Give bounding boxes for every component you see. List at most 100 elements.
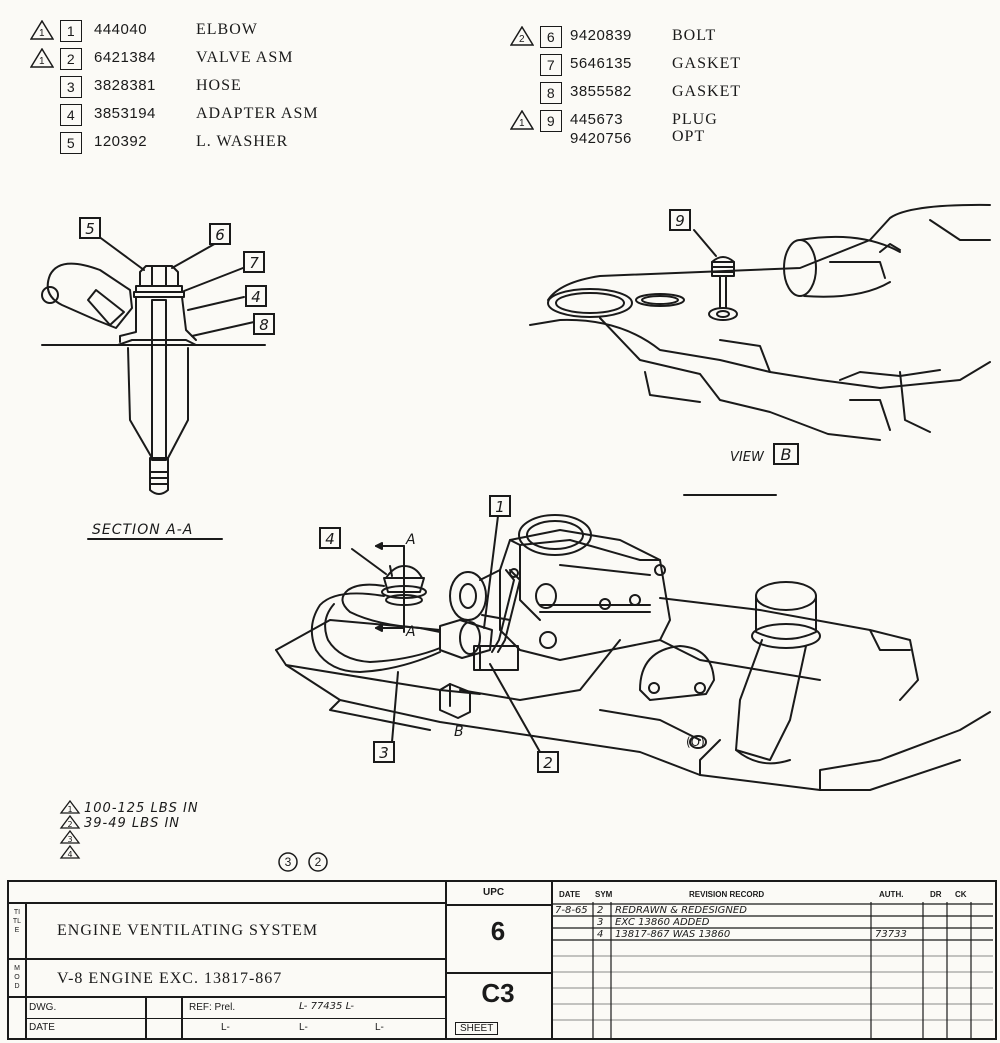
revision-triangle-icon xyxy=(59,814,81,829)
torque-note-text: 100-125 LBS IN xyxy=(84,801,199,816)
svg-text:1: 1 xyxy=(495,498,505,516)
callout-3: 3 xyxy=(373,741,395,763)
torque-note-text: 39-49 LBS IN xyxy=(84,816,180,831)
model-text: V-8 ENGINE EXC. 13817-867 xyxy=(57,970,283,987)
revision-triangle-icon xyxy=(59,829,81,844)
svg-text:4: 4 xyxy=(325,530,335,548)
revision-text: EXC 13860 ADDED xyxy=(615,917,710,928)
torque-note: 1 100-125 LBS IN xyxy=(59,799,199,816)
sheet-label: SHEET xyxy=(455,1022,499,1035)
svg-text:7: 7 xyxy=(249,254,259,272)
l-row-3: L- xyxy=(375,1022,384,1033)
item-number-box: 5 xyxy=(60,132,82,154)
part-name: GASKET xyxy=(672,55,742,72)
svg-text:6: 6 xyxy=(215,226,225,244)
alt-part-number: 9420756 xyxy=(570,130,632,147)
revision-auth: 73733 xyxy=(875,929,907,940)
section-arrow-a-bottom: A xyxy=(405,624,416,640)
upc-label: UPC xyxy=(483,887,505,898)
part-name: GASKET xyxy=(672,83,742,100)
torque-notes: 1 100-125 LBS IN 2 39-49 LBS IN 34 xyxy=(59,799,199,859)
torque-note: 4 xyxy=(59,844,81,859)
callout-1: 1 xyxy=(489,495,511,517)
torque-note: 3 xyxy=(59,829,81,844)
callout-9: 9 xyxy=(669,209,691,231)
revision-grid xyxy=(553,902,993,1038)
l-row-2: L- xyxy=(299,1022,308,1033)
revision-triangle-icon: 1 xyxy=(29,19,55,40)
parts-list-item: 4 3853194 ADAPTER ASM xyxy=(30,100,360,128)
item-number-box: 4 xyxy=(60,104,82,126)
main-engine-drawing xyxy=(275,514,991,791)
rev-sym-header: SYM xyxy=(595,890,613,899)
view-b-drawing xyxy=(529,203,991,441)
svg-text:4: 4 xyxy=(251,288,261,306)
svg-text:(O): (O) xyxy=(686,735,705,749)
part-number: 3855582 xyxy=(570,83,632,100)
callout-8: 8 xyxy=(253,313,275,335)
part-number: 6421384 xyxy=(94,49,156,66)
svg-text:B: B xyxy=(781,445,792,464)
revision-date: 7-8-65 xyxy=(555,905,588,916)
mod-label: MOD xyxy=(14,965,20,990)
revision-triangle-icon: 1 xyxy=(29,47,55,68)
part-number: 3853194 xyxy=(94,105,156,122)
dwg-label: DWG. xyxy=(29,1002,57,1013)
part-name: ADAPTER ASM xyxy=(196,105,319,122)
item-number-box: 8 xyxy=(540,82,562,104)
assembly-drawing: 5 6 7 4 8 9 1 4 3 2 SECTION A-A VIEW B A… xyxy=(41,203,991,872)
circled-numbers: 3 2 xyxy=(278,852,328,872)
revision-text: 13817-867 WAS 13860 xyxy=(615,929,731,940)
rev-record-header: REVISION RECORD xyxy=(689,890,765,899)
revision-triangle-icon xyxy=(59,844,81,859)
part-name: VALVE ASM xyxy=(196,49,294,66)
rev-ck-header: CK xyxy=(955,890,967,899)
revision-triangle-icon: 2 xyxy=(509,25,535,46)
torque-note-number: 3 xyxy=(67,835,72,844)
svg-text:9: 9 xyxy=(675,212,685,230)
part-name: ELBOW xyxy=(196,21,258,38)
revision-triangle-icon: 1 xyxy=(509,109,535,130)
ref-value: L- 77435 L- xyxy=(299,1001,354,1012)
upc-value: 6 xyxy=(490,916,506,946)
callout-6: 6 xyxy=(209,223,231,245)
callout-4: 4 xyxy=(319,527,341,549)
section-a-a-drawing xyxy=(41,235,266,495)
view-b-marker: B xyxy=(454,724,464,740)
part-number: 3828381 xyxy=(94,77,156,94)
part-number: 120392 xyxy=(94,133,148,150)
part-name: L. WASHER xyxy=(196,133,289,150)
part-number: 5646135 xyxy=(570,55,632,72)
torque-note-number: 1 xyxy=(67,805,72,814)
title-label: TITLE xyxy=(12,909,22,934)
parts-list-item: 8 3855582 GASKET xyxy=(510,78,810,106)
svg-text:2: 2 xyxy=(543,754,553,772)
svg-text:3: 3 xyxy=(379,744,389,762)
callout-4-section: 4 xyxy=(245,285,267,307)
callout-7: 7 xyxy=(243,251,265,273)
parts-list-item: 7 5646135 GASKET xyxy=(510,50,810,78)
revision-symbol: 4 xyxy=(597,929,604,940)
part-number: 9420839 xyxy=(570,27,632,44)
part-number: 444040 xyxy=(94,21,148,38)
l-row-1: L- xyxy=(221,1022,230,1033)
torque-note-number: 2 xyxy=(67,820,72,829)
revision-symbol: 3 xyxy=(597,917,604,928)
rev-date-header: DATE xyxy=(559,890,581,899)
part-name: PLUG xyxy=(672,111,718,128)
item-number-box: 9 xyxy=(540,110,562,132)
alt-part-name: OPT xyxy=(672,128,706,145)
item-number-box: 7 xyxy=(540,54,562,76)
view-letter: B xyxy=(773,443,799,465)
revision-symbol: 2 xyxy=(597,905,604,916)
title-block: TITLE MOD ENGINE VENTILATING SYSTEM V-8 … xyxy=(7,880,997,1040)
rev-dr-header: DR xyxy=(930,890,942,899)
item-number-box: 2 xyxy=(60,48,82,70)
svg-text:5: 5 xyxy=(85,220,95,238)
